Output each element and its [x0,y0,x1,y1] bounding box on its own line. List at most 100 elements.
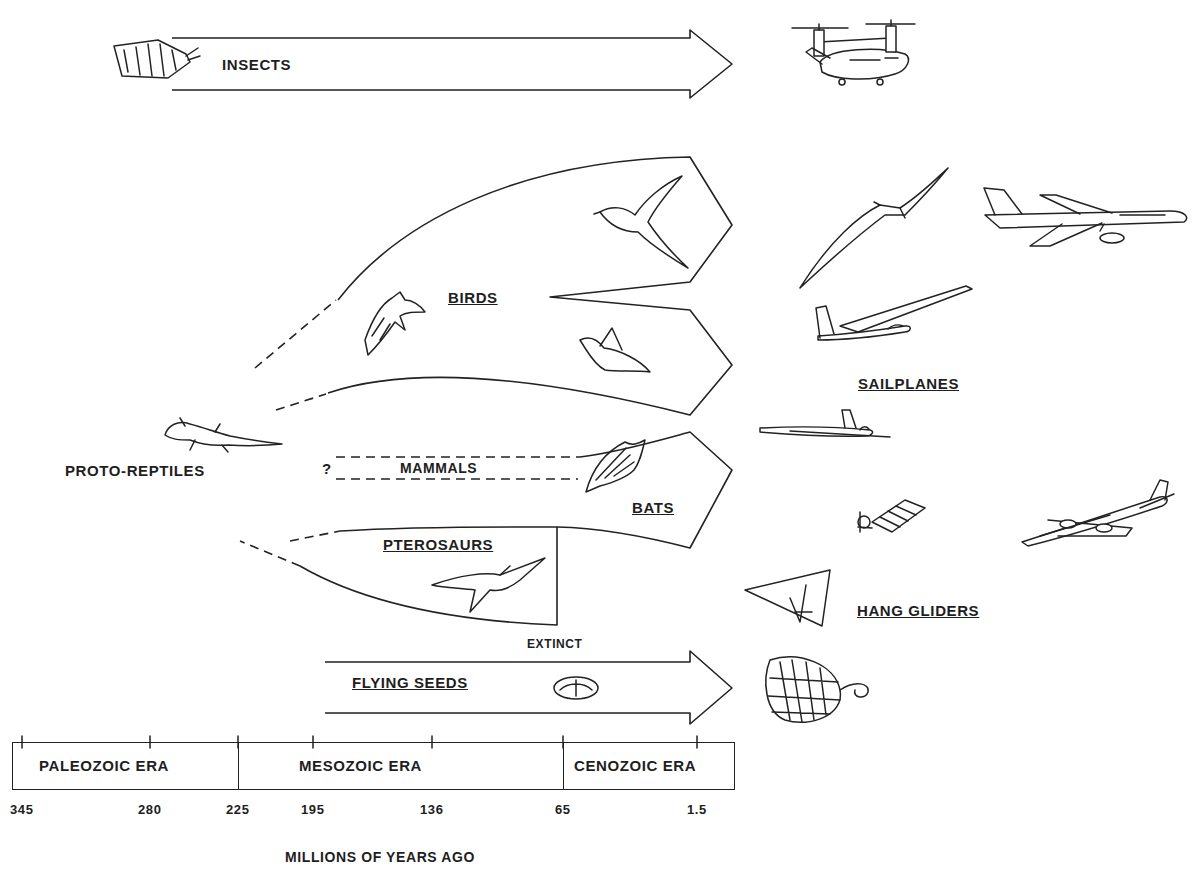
time-value: 65 [555,803,571,816]
pterosaur-figure [432,558,545,612]
dashed-lineage-line [276,394,326,410]
proto-reptile-figure [165,418,282,452]
tiltrotor-figure [820,49,908,79]
tiltrotor-figure [806,48,830,64]
note: EXTINCT [527,638,583,650]
axis-title: MILLIONS OF YEARS AGO [285,850,475,864]
branch-outline [320,425,740,555]
propeller-airliner-figure [1048,520,1132,536]
pterosaur-figure [500,566,510,575]
propeller-airliner-figure [1040,515,1110,536]
group-name: SAILPLANES [858,376,959,391]
bat-figure [586,440,645,492]
dashed-lineage-line [240,541,300,566]
birds-branch: BIRDS [250,150,740,425]
proto-reptile-figure [180,418,228,452]
human-powered-plane-figure [858,512,872,532]
hang-glider-figure [795,611,812,613]
albatross-figure [874,202,905,218]
archaeopteryx-figure [365,292,425,355]
propeller-airliner-figure [1022,497,1167,546]
tiltrotor-figure [839,79,845,85]
eagle-figure [580,338,650,372]
ornithopter-figure [840,684,868,697]
time-value: 225 [226,803,250,816]
pterosaur-figure [432,558,545,612]
branch-outline [300,527,557,625]
albatross-figure [800,168,948,288]
glider-figure [790,431,890,437]
dashed-lineage-line [255,300,336,368]
branch-outline [557,432,732,548]
era-name: PALEOZOIC ERA [39,758,169,773]
time-value: 195 [301,803,325,816]
seed-figure [554,677,598,699]
hang-glider-figure [745,570,830,626]
hang-glider-figure [745,570,830,626]
hang-glider-figure [790,585,806,622]
albatross-figure [800,168,948,288]
branch-outline [328,157,732,415]
branch-outline [325,651,732,724]
time-value: 136 [420,803,444,816]
albatross-figure [594,212,600,214]
insects-arrow: INSECTS [170,26,736,102]
sailplane-figure [816,306,834,338]
ornithopter-figure [766,657,841,722]
dashed-lineage-line [336,456,580,458]
glider-figure [760,410,890,437]
group-name: BIRDS [448,290,498,305]
group-name: HANG GLIDERS [857,603,979,618]
proto-reptile-figure [165,423,282,446]
seed-figure [554,677,598,699]
group-name: INSECTS [222,57,291,72]
airliner-figure [1100,224,1104,231]
branch-outline [172,30,732,98]
airliner-figure [984,188,1187,246]
sailplane-figure [840,286,972,332]
time-value: 345 [10,803,34,816]
moth-figure [124,44,176,76]
airliner-figure [985,211,1187,228]
airliner-figure [1040,195,1112,214]
glider-figure [842,410,856,428]
tiltrotor-figure [850,58,898,60]
tiltrotor-figure [792,20,915,85]
human-powered-plane-figure [872,500,925,532]
moth-figure [186,48,200,60]
branch-outline [250,150,740,425]
albatross-figure [600,176,688,268]
archaeopteryx-figure [372,318,390,340]
airliner-figure [1030,223,1102,246]
era-band: MESOZOIC ERA [238,742,563,790]
era-band: CENOZOIC ERA [563,742,735,790]
question-mark: ? [322,461,332,476]
group-name: BATS [632,500,674,515]
seed-figure [560,680,592,696]
flying-seeds-arrow: FLYING SEEDS [320,645,740,727]
era-name: CENOZOIC ERA [574,758,696,773]
human-powered-plane-figure [858,500,925,532]
sailplane-figure [816,286,972,340]
group-name: FLYING SEEDS [352,675,468,690]
tiltrotor-figure [819,38,891,42]
propeller-airliner-figure [1096,524,1112,532]
tiltrotor-figure [792,20,915,30]
ornithopter-figure [768,660,840,722]
propeller-airliner-figure [1022,480,1174,546]
group-name: PROTO-REPTILES [65,463,205,478]
era-band: PALEOZOIC ERA [12,742,238,790]
group-name: PTEROSAURS [383,537,493,552]
moth-figure [114,40,190,78]
airliner-figure [1100,233,1124,243]
moth-figure [114,40,200,78]
group-name: MAMMALS [400,461,477,475]
tiltrotor-figure [877,79,883,85]
sailplane-figure [888,325,903,329]
albatross-figure [594,176,688,268]
mammals-branch: MAMMALS BATS [320,425,740,555]
time-value: 280 [138,803,162,816]
glider-figure [860,427,869,430]
